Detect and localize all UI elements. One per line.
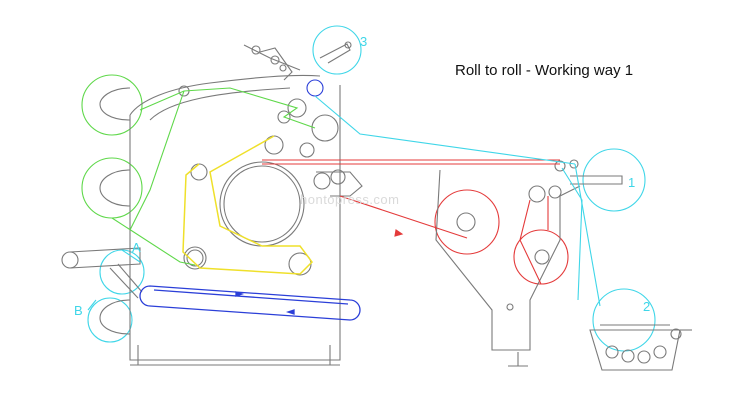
label-rewind-2: 2	[643, 299, 651, 314]
rewind-roll-3	[312, 25, 362, 75]
label-point-b: B	[74, 303, 83, 318]
label-unwind-1: 1	[628, 175, 636, 190]
roll-b	[87, 297, 133, 343]
diagram-title: Roll to roll - Working way 1	[455, 62, 634, 79]
green-roll-top	[81, 74, 143, 136]
unwind-roll-1	[582, 148, 646, 212]
green-roll-middle	[81, 157, 143, 219]
label-rewind-3: 3	[360, 34, 368, 49]
watermark: hontopress.com	[300, 192, 400, 207]
yellow-web-path	[182, 135, 313, 275]
label-point-a: A	[132, 240, 141, 255]
red-roll-upper	[434, 189, 500, 255]
